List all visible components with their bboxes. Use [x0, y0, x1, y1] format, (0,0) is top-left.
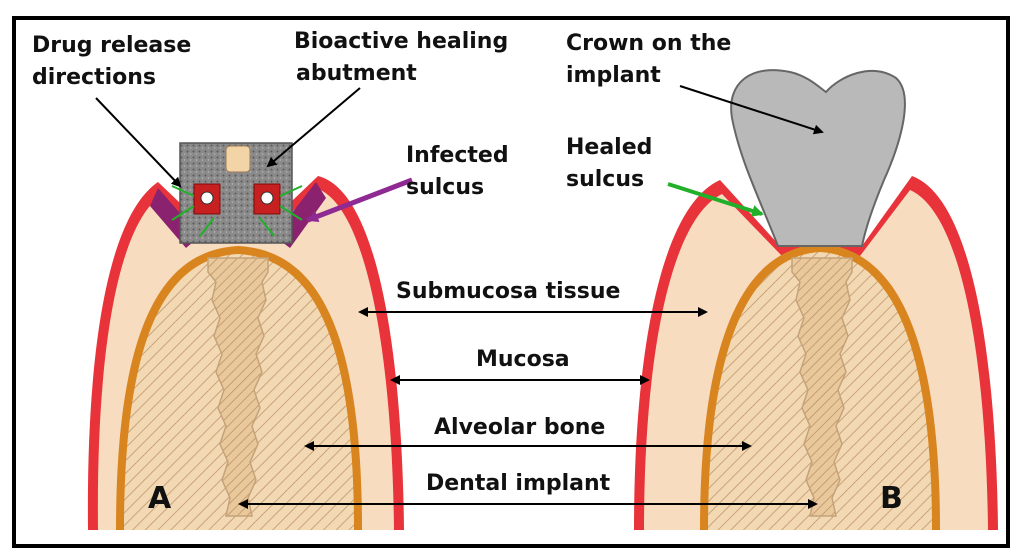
label-drug-release-1: Drug release	[32, 33, 191, 58]
label-crown-1: Crown on the	[566, 31, 731, 56]
label-infected-2: sulcus	[406, 175, 484, 200]
label-submucosa: Submucosa tissue	[396, 279, 620, 304]
panel-label-a: A	[148, 481, 172, 516]
label-dental-implant: Dental implant	[426, 471, 611, 496]
label-healed-1: Healed	[566, 135, 652, 160]
label-mucosa: Mucosa	[476, 347, 570, 372]
label-crown-2: implant	[566, 63, 661, 88]
label-healed-2: sulcus	[566, 167, 644, 192]
panel-label-b: B	[880, 481, 903, 516]
label-drug-release-2: directions	[32, 65, 156, 90]
label-bioactive-2: abutment	[296, 61, 417, 86]
abutment-screw-head	[226, 146, 250, 172]
label-alveolar-bone: Alveolar bone	[434, 415, 605, 440]
label-infected-1: Infected	[406, 143, 509, 168]
label-bioactive-1: Bioactive healing	[294, 29, 508, 54]
